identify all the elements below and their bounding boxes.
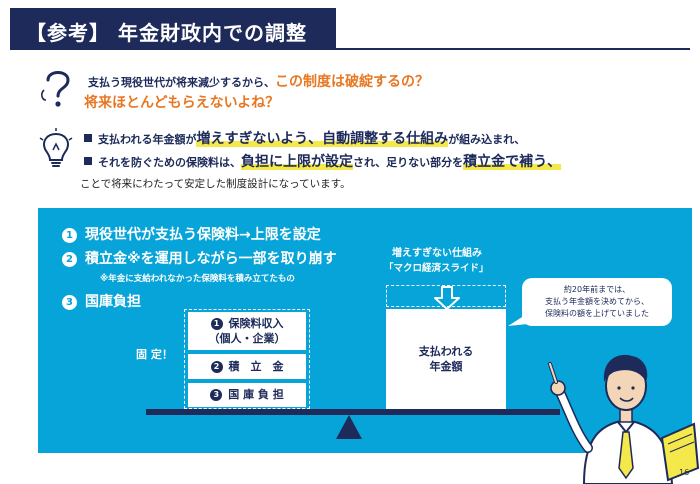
bullet-2-text-b: され、足りない部分を [353, 156, 464, 169]
panel-item-2: 2 積立金※を運用しながら一部を取り崩す [62, 248, 337, 268]
benefit-label-line-1: 支払われる [418, 345, 474, 358]
bubble-line-2: 支払う年金額を決めてから、 [545, 297, 649, 306]
number-badge: 2 [62, 252, 77, 267]
stack-box-treasury-label: 国 庫 負 担 [228, 388, 284, 401]
bullet-2-emphasis-2: 積立金で補う、 [463, 154, 562, 170]
bullet-1-text-b: が組み込まれ、 [448, 133, 526, 146]
number-badge: 1 [210, 318, 223, 330]
question-lead: 支払う現役世代が将来減少するから、 [88, 76, 275, 89]
number-badge: 2 [210, 361, 223, 373]
panel-item-2-note: ※年金に支給われなかった保険料を積み立てたもの [100, 274, 295, 284]
stack-box-reserve-label: 積 立 金 [228, 360, 284, 373]
balance-beam [146, 409, 560, 415]
bullet-2-text-a: それを防ぐための保険料は、 [98, 156, 241, 169]
benefit-label-line-2: 年金額 [429, 360, 463, 373]
lightbulb-icon [39, 128, 73, 167]
summary-note: ことで将来にわたって安定した制度設計になっています。 [80, 178, 351, 190]
question-highlight: この制度は破綻するの？ [275, 74, 429, 90]
mechanism-subtitle: 「マクロ経済スライド」 [384, 263, 489, 274]
speech-bubble-tail [508, 312, 530, 326]
bubble-line-1: 約20年前までは、 [563, 285, 631, 294]
cap-outline [386, 285, 506, 307]
title-underline [10, 48, 690, 50]
bullet-1-text-a: 支払われる年金額が [98, 133, 197, 146]
stack-box-treasury: 3 国 庫 負 担 [188, 383, 306, 407]
benefit-box [386, 309, 506, 409]
speech-bubble [522, 278, 672, 326]
stack-box-premium-label: 保険料収入 [228, 317, 284, 330]
stack-box-premium-sub: （個人・企業） [208, 332, 286, 345]
number-badge: 3 [62, 295, 77, 310]
panel-item-2-text: 積立金※を運用しながら一部を取り崩す [85, 251, 337, 267]
bullet-1: 支払われる年金額が増えすぎないよう、自動調整する仕組みが組み込まれ、 [84, 128, 525, 148]
panel-item-1-text: 現役世代が支払う保険料→上限を設定 [85, 227, 321, 243]
fulcrum-icon [336, 415, 362, 439]
mechanism-title: 増えすぎない仕組み [392, 248, 482, 259]
bullet-1-emphasis: 増えすぎないよう、自動調整する仕組み [196, 131, 449, 147]
question-mark-icon [41, 71, 70, 107]
bullet-2-emphasis: 負担に上限が設定 [241, 154, 353, 170]
question-line-2: 将来ほとんどもらえないよね？ [84, 95, 280, 111]
fixed-label: 固 定！ [136, 348, 173, 361]
stack-box-reserve: 2 積 立 金 [188, 354, 306, 379]
bullet-2: それを防ぐための保険料は、負担に上限が設定され、足りない部分を積立金で補う、 [84, 151, 562, 171]
presenter-illustration [548, 354, 700, 484]
panel-item-3: 3 国庫負担 [62, 291, 141, 311]
bullet-square-icon [84, 134, 92, 142]
title-bar: 【参考】 年金財政内での調整 [10, 8, 336, 48]
page-title: 【参考】 年金財政内での調整 [26, 21, 307, 45]
benefit-label: 支払われる 年金額 [386, 344, 506, 374]
down-arrow-icon [434, 286, 460, 310]
question-line-1: 支払う現役世代が将来減少するから、この制度は破綻するの？ [88, 71, 429, 91]
panel-item-3-text: 国庫負担 [85, 294, 141, 310]
stack-box-premium: 1 保険料収入 （個人・企業） [188, 312, 306, 350]
page-number: 16 [679, 468, 690, 477]
panel-item-1: 1 現役世代が支払う保険料→上限を設定 [62, 224, 321, 244]
speech-bubble-text: 約20年前までは、 支払う年金額を決めてから、 保険料の額を上げていました [524, 284, 670, 320]
bubble-line-3: 保険料の額を上げていました [545, 309, 649, 318]
number-badge: 1 [62, 228, 77, 243]
number-badge: 3 [210, 389, 223, 401]
bullet-square-icon [84, 157, 92, 165]
funding-stack-outline [184, 309, 310, 409]
